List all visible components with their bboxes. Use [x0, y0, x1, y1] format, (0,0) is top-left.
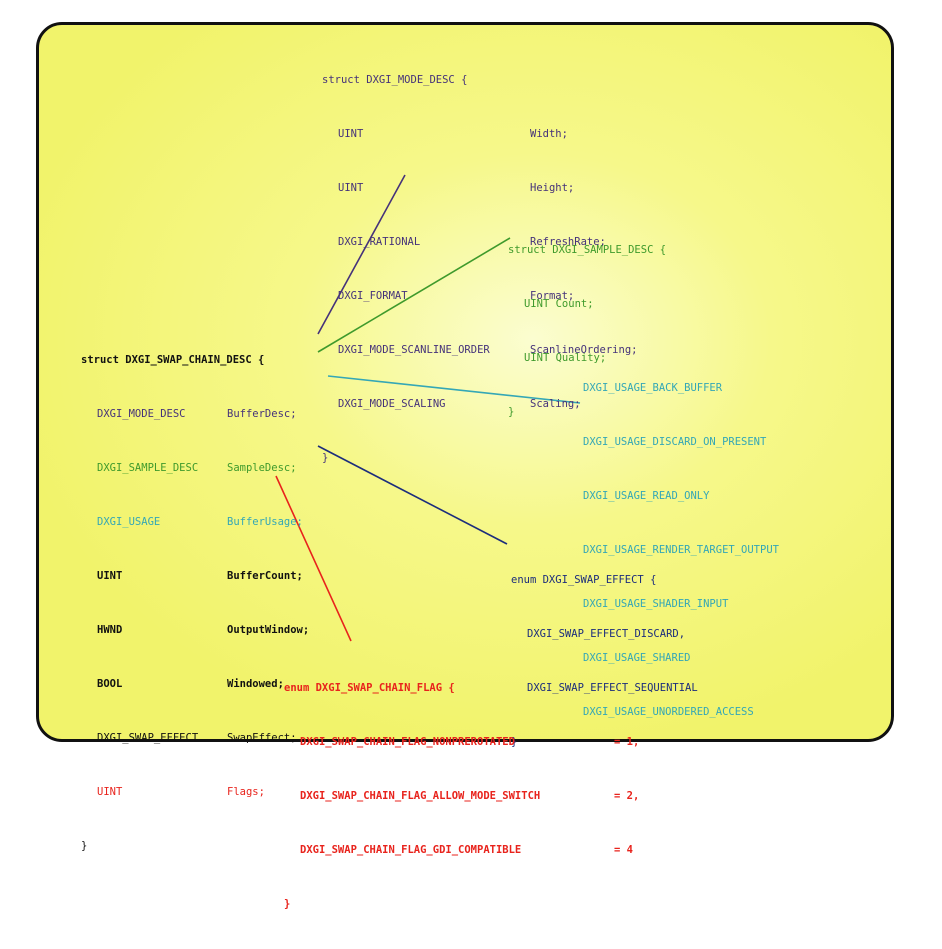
mode-desc-block: struct DXGI_MODE_DESC { UINT Width; UINT H… [322, 35, 637, 503]
field-name: SampleDesc; [227, 462, 297, 474]
swap-chain-field-row: DXGI_SAMPLE_DESC SampleDesc; [81, 459, 297, 477]
swap-chain-flag-header: enum DXGI_SWAP_CHAIN_FLAG { [284, 682, 455, 694]
field-type: UINT [97, 786, 123, 798]
connector-swap-effect [317, 445, 508, 545]
field-name: Scaling; [530, 398, 581, 410]
swap-chain-flag-row: DXGI_SWAP_CHAIN_FLAG_NONPREROTATED = 1, [284, 733, 639, 751]
mode-desc-closing: } [322, 452, 329, 464]
usage-item: DXGI_USAGE_RENDER_TARGET_OUTPUT [583, 544, 779, 556]
flag-name: DXGI_SWAP_CHAIN_FLAG_GDI_COMPATIBLE [300, 844, 522, 856]
swap-chain-field-row: HWND OutputWindow; [81, 621, 309, 639]
mode-desc-header: struct DXGI_MODE_DESC { [322, 74, 468, 86]
usage-item: DXGI_USAGE_DISCARD_ON_PRESENT [583, 436, 767, 448]
usage-block: DXGI_USAGE_BACK_BUFFER DXGI_USAGE_DISCAR… [583, 343, 779, 757]
swap-effect-header: enum DXGI_SWAP_EFFECT { [511, 574, 657, 586]
usage-item: DXGI_USAGE_READ_ONLY [583, 490, 710, 502]
field-type: DXGI_FORMAT [338, 290, 408, 302]
swap-chain-flag-closing: } [284, 898, 291, 910]
field-type: DXGI_MODE_SCALING [338, 398, 446, 410]
swap-chain-desc-closing: } [81, 840, 88, 852]
field-type: DXGI_MODE_SCANLINE_ORDER [338, 344, 490, 356]
swap-chain-flag-row: DXGI_SWAP_CHAIN_FLAG_ALLOW_MODE_SWITCH = … [284, 787, 639, 805]
flag-name: DXGI_SWAP_CHAIN_FLAG_ALLOW_MODE_SWITCH [300, 790, 541, 802]
swap-chain-desc-block: struct DXGI_SWAP_CHAIN_DESC { DXGI_MODE_… [81, 315, 309, 891]
swap-chain-desc-header: struct DXGI_SWAP_CHAIN_DESC { [81, 354, 265, 366]
flag-value: = 1, [614, 736, 640, 748]
field-name: Format; [530, 290, 575, 302]
field-type: DXGI_SWAP_EFFECT [97, 732, 199, 744]
swap-chain-field-row: UINT BufferCount; [81, 567, 303, 585]
field-type: BOOL [97, 678, 123, 690]
usage-item: DXGI_USAGE_SHARED [583, 652, 691, 664]
swap-effect-item: DXGI_SWAP_EFFECT_SEQUENTIAL [527, 682, 698, 694]
swap-effect-item: DXGI_SWAP_EFFECT_DISCARD, [527, 628, 686, 640]
swap-chain-flag-row: DXGI_SWAP_CHAIN_FLAG_GDI_COMPATIBLE = 4 [284, 841, 633, 859]
field-name: BufferCount; [227, 570, 303, 582]
mode-desc-row: DXGI_RATIONAL RefreshRate; [322, 233, 606, 251]
field-type: DXGI_SAMPLE_DESC [97, 462, 199, 474]
sample-desc-header: struct DXGI_SAMPLE_DESC { [508, 244, 667, 256]
mode-desc-row: DXGI_MODE_SCANLINE_ORDER ScanlineOrdering… [322, 341, 637, 359]
mode-desc-row: DXGI_MODE_SCALING Scaling; [322, 395, 581, 413]
flag-value: = 4 [614, 844, 633, 856]
swap-chain-field-row: DXGI_SWAP_EFFECT SwapEffect; [81, 729, 297, 747]
field-type: DXGI_MODE_DESC [97, 408, 186, 420]
mode-desc-row: UINT Height; [322, 179, 574, 197]
connector-layer [275, 174, 581, 642]
sample-desc-closing: } [508, 406, 515, 418]
connector-mode-desc [317, 174, 406, 335]
connector-usage [327, 375, 581, 404]
usage-item: DXGI_USAGE_SHADER_INPUT [583, 598, 729, 610]
swap-chain-field-row: DXGI_MODE_DESC BufferDesc; [81, 405, 297, 423]
swap-chain-field-row: BOOL Windowed; [81, 675, 284, 693]
field-name: RefreshRate; [530, 236, 606, 248]
usage-item: DXGI_USAGE_UNORDERED_ACCESS [583, 706, 754, 718]
field-name: Windowed; [227, 678, 284, 690]
field-type: UINT [338, 128, 364, 140]
field-name: Width; [530, 128, 568, 140]
diagram-panel [36, 22, 894, 742]
field-type: UINT [97, 570, 123, 582]
usage-item: DXGI_USAGE_BACK_BUFFER [583, 382, 723, 394]
swap-effect-closing: } [511, 736, 518, 748]
connector-flags [275, 475, 352, 642]
field-type: DXGI_RATIONAL [338, 236, 421, 248]
swap-effect-block: enum DXGI_SWAP_EFFECT { DXGI_SWAP_EFFECT… [511, 535, 698, 787]
field-name: BufferUsage; [227, 516, 303, 528]
sample-desc-field: UINT Count; [524, 298, 594, 310]
field-name: Height; [530, 182, 575, 194]
connector-sample-desc [317, 237, 511, 353]
field-name: Flags; [227, 786, 265, 798]
diagram-stage: struct DXGI_MODE_DESC { UINT Width; UINT H… [36, 22, 894, 910]
sample-desc-field: UINT Quality; [524, 352, 607, 364]
mode-desc-row: UINT Width; [322, 125, 568, 143]
field-type: HWND [97, 624, 123, 636]
mode-desc-row: DXGI_FORMAT Format; [322, 287, 574, 305]
swap-chain-field-row: UINT Flags; [81, 783, 265, 801]
field-type: DXGI_USAGE [97, 516, 161, 528]
field-name: ScanlineOrdering; [530, 344, 638, 356]
flag-value: = 2, [614, 790, 640, 802]
field-type: UINT [338, 182, 364, 194]
sample-desc-block: struct DXGI_SAMPLE_DESC { UINT Count; UI… [508, 205, 666, 457]
swap-chain-flag-block: enum DXGI_SWAP_CHAIN_FLAG { DXGI_SWAP_CH… [284, 643, 639, 949]
field-name: BufferDesc; [227, 408, 297, 420]
flag-name: DXGI_SWAP_CHAIN_FLAG_NONPREROTATED [300, 736, 515, 748]
swap-chain-field-row: DXGI_USAGE BufferUsage; [81, 513, 303, 531]
field-name: OutputWindow; [227, 624, 310, 636]
field-name: SwapEffect; [227, 732, 297, 744]
